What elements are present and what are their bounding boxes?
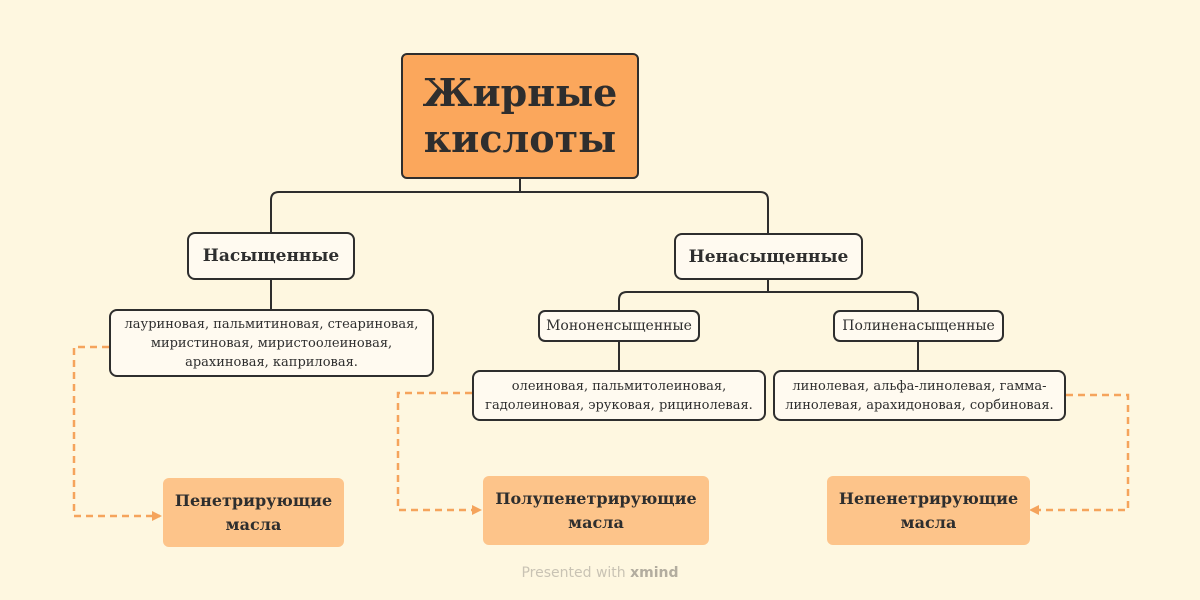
footer-credit: Presented with xmind [0, 565, 1200, 581]
connector-root-branches [270, 179, 769, 233]
saturated-example-line: миристиновая, миристоолеиновая, [150, 335, 393, 351]
penetrating-oils-line: Пенетрирующие [174, 490, 333, 510]
connector-unsaturated-subtypes [618, 280, 919, 310]
poly-example-line: линолевая, альфа-линолевая, гамма- [792, 378, 1047, 394]
saturated-example-line: лауриновая, пальмитиновая, стеариновая, [124, 316, 419, 332]
saturated-example-line: арахиновая, каприловая. [185, 354, 358, 370]
penetrating-oils-line: масла [225, 514, 282, 534]
non-oils-line: масла [900, 512, 957, 532]
arrow-saturated-to-penetrating [72, 345, 162, 521]
semi-oils-line: Полупенетрирующие [495, 488, 697, 508]
saturated-label: Насыщенные [202, 246, 340, 266]
poly-example-line: линолевая, арахидоновая, сорбиновая. [785, 397, 1054, 413]
saturated-examples[interactable]: лауриновая, пальмитиновая, стеариновая, … [109, 309, 434, 377]
arrow-poly-to-non [1029, 393, 1130, 515]
penetrating-oils-node[interactable]: Пенетрирующие масла [163, 478, 344, 547]
saturated-node[interactable]: Насыщенные [187, 232, 355, 280]
root-title-line1: Жирные [422, 70, 618, 115]
semi-oils-line: масла [568, 512, 624, 532]
non-penetrating-oils-node[interactable]: Непенетрирующие масла [827, 476, 1030, 545]
arrow-mono-to-semi [396, 391, 482, 515]
mono-example-line: олеиновая, пальмитолеиновая, [511, 378, 727, 394]
poly-node[interactable]: Полиненасыщенные [833, 310, 1004, 342]
poly-label: Полиненасыщенные [842, 318, 995, 334]
xmind-logo: xmind [630, 565, 679, 581]
mono-node[interactable]: Мононенсыщенные [538, 310, 700, 342]
unsaturated-label: Ненасыщенные [688, 246, 849, 267]
mono-examples[interactable]: олеиновая, пальмитолеиновая, гадолеинова… [472, 370, 766, 421]
footer-prefix: Presented with [521, 565, 626, 581]
non-oils-line: Непенетрирующие [838, 488, 1019, 508]
root-title-line2: кислоты [423, 116, 617, 161]
unsaturated-node[interactable]: Ненасыщенные [674, 233, 863, 280]
mono-example-line: гадолеиновая, эруковая, рицинолевая. [485, 397, 753, 413]
semi-penetrating-oils-node[interactable]: Полупенетрирующие масла [483, 476, 709, 545]
mono-label: Мононенсыщенные [546, 318, 692, 334]
poly-examples[interactable]: линолевая, альфа-линолевая, гамма- линол… [773, 370, 1066, 421]
root-topic[interactable]: Жирные кислоты [401, 53, 639, 179]
